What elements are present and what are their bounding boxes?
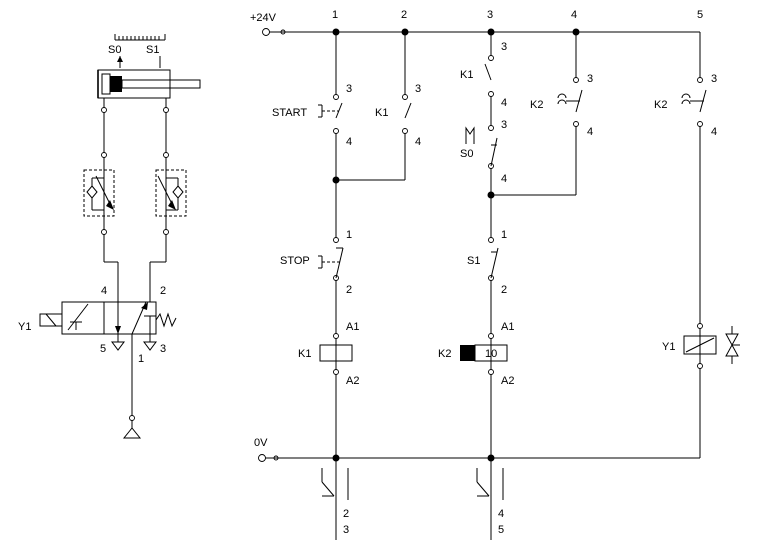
valve-exhaust-5-label: 5	[100, 343, 106, 355]
stop-terminal-1: 1	[346, 229, 352, 241]
cylinder-sensor-s1-label: S1	[146, 44, 159, 56]
k2-timer-value: 10	[485, 348, 497, 360]
start-label: START	[272, 107, 307, 119]
air-supply-icon	[122, 427, 142, 439]
start-terminal-4: 4	[346, 136, 352, 148]
k1-terminal-3-path2: 3	[415, 83, 421, 95]
k1-relay-coil	[319, 333, 353, 375]
k1-holding-contact	[399, 94, 412, 134]
k2-timed-contact-path4	[557, 77, 583, 127]
stop-terminal-2: 2	[346, 284, 352, 296]
s1-terminal-2: 2	[501, 284, 507, 296]
path-number-1: 1	[332, 9, 338, 21]
k1-terminal-a2: A2	[346, 375, 359, 387]
k1-contact-label-path3: K1	[460, 69, 473, 81]
path-number-5: 5	[697, 9, 703, 21]
k1-reference-3: 3	[343, 524, 349, 536]
k2-terminal-a1: A1	[501, 321, 514, 333]
five-two-way-valve	[39, 301, 177, 335]
exhaust-3-icon	[143, 341, 157, 351]
k2-terminal-3-path5: 3	[711, 73, 717, 85]
start-pushbutton	[318, 94, 343, 134]
k1-contact-label-path2: K1	[375, 107, 388, 119]
k1-terminal-4-path3: 4	[501, 97, 507, 109]
stop-label: STOP	[280, 255, 310, 267]
k2-contact-label-path4: K2	[530, 99, 543, 111]
s0-terminal-4: 4	[501, 173, 507, 185]
s0-terminal-3: 3	[501, 119, 507, 131]
k2-contact-label-path5: K2	[654, 99, 667, 111]
k1-reference-2: 2	[343, 508, 349, 520]
flow-control-valve-left	[83, 169, 115, 217]
k2-terminal-a2: A2	[501, 375, 514, 387]
valve-port-2-label: 2	[160, 285, 166, 297]
k2-terminal-3-path4: 3	[587, 73, 593, 85]
supply-positive-label: +24V	[250, 12, 277, 24]
cylinder-sensor-s0-label: S0	[108, 44, 121, 56]
k1-terminal-4-path2: 4	[415, 136, 421, 148]
s1-limit-switch	[485, 237, 499, 281]
k2-reference-4: 4	[498, 508, 504, 520]
stop-pushbutton	[318, 237, 344, 281]
k2-timed-contact-path5	[681, 77, 707, 127]
k2-timer-relay-coil	[460, 333, 508, 375]
start-terminal-3: 3	[346, 83, 352, 95]
k2-coil-label: K2	[438, 348, 451, 360]
path-number-2: 2	[401, 9, 407, 21]
k1-contact-path3	[484, 55, 497, 97]
k1-terminal-a1: A1	[346, 321, 359, 333]
s1-switch-label: S1	[467, 255, 480, 267]
electrical-section: +24V 0V 1 2 3 4 5	[250, 9, 740, 540]
k2-contact-reference	[476, 458, 504, 540]
k2-terminal-4-path5: 4	[711, 126, 717, 138]
position-scale	[114, 34, 166, 41]
pneumatic-section: S0 S1	[18, 34, 201, 439]
s0-limit-switch	[465, 125, 499, 169]
k2-reference-5: 5	[498, 524, 504, 536]
k2-terminal-4-path4: 4	[587, 126, 593, 138]
exhaust-5-icon	[111, 341, 125, 351]
valve-exhaust-3-label: 3	[160, 343, 166, 355]
valve-supply-1-label: 1	[138, 353, 144, 365]
path-number-3: 3	[487, 9, 493, 21]
k1-coil-label: K1	[298, 348, 311, 360]
flow-control-valve-right	[155, 169, 187, 217]
supply-negative-label: 0V	[254, 437, 268, 449]
k1-terminal-3-path3: 3	[501, 41, 507, 53]
s0-switch-label: S0	[460, 148, 473, 160]
s0-arrow-icon	[465, 126, 475, 144]
sensor-arrow-icon	[117, 56, 123, 62]
double-acting-cylinder	[97, 69, 201, 99]
s1-terminal-1: 1	[501, 229, 507, 241]
valve-solenoid-y1-label: Y1	[18, 321, 31, 333]
path-number-4: 4	[571, 9, 577, 21]
y1-solenoid-coil	[683, 323, 740, 369]
valve-port-4-label: 4	[101, 285, 107, 297]
k1-contact-reference	[321, 458, 349, 540]
y1-coil-label: Y1	[662, 341, 675, 353]
